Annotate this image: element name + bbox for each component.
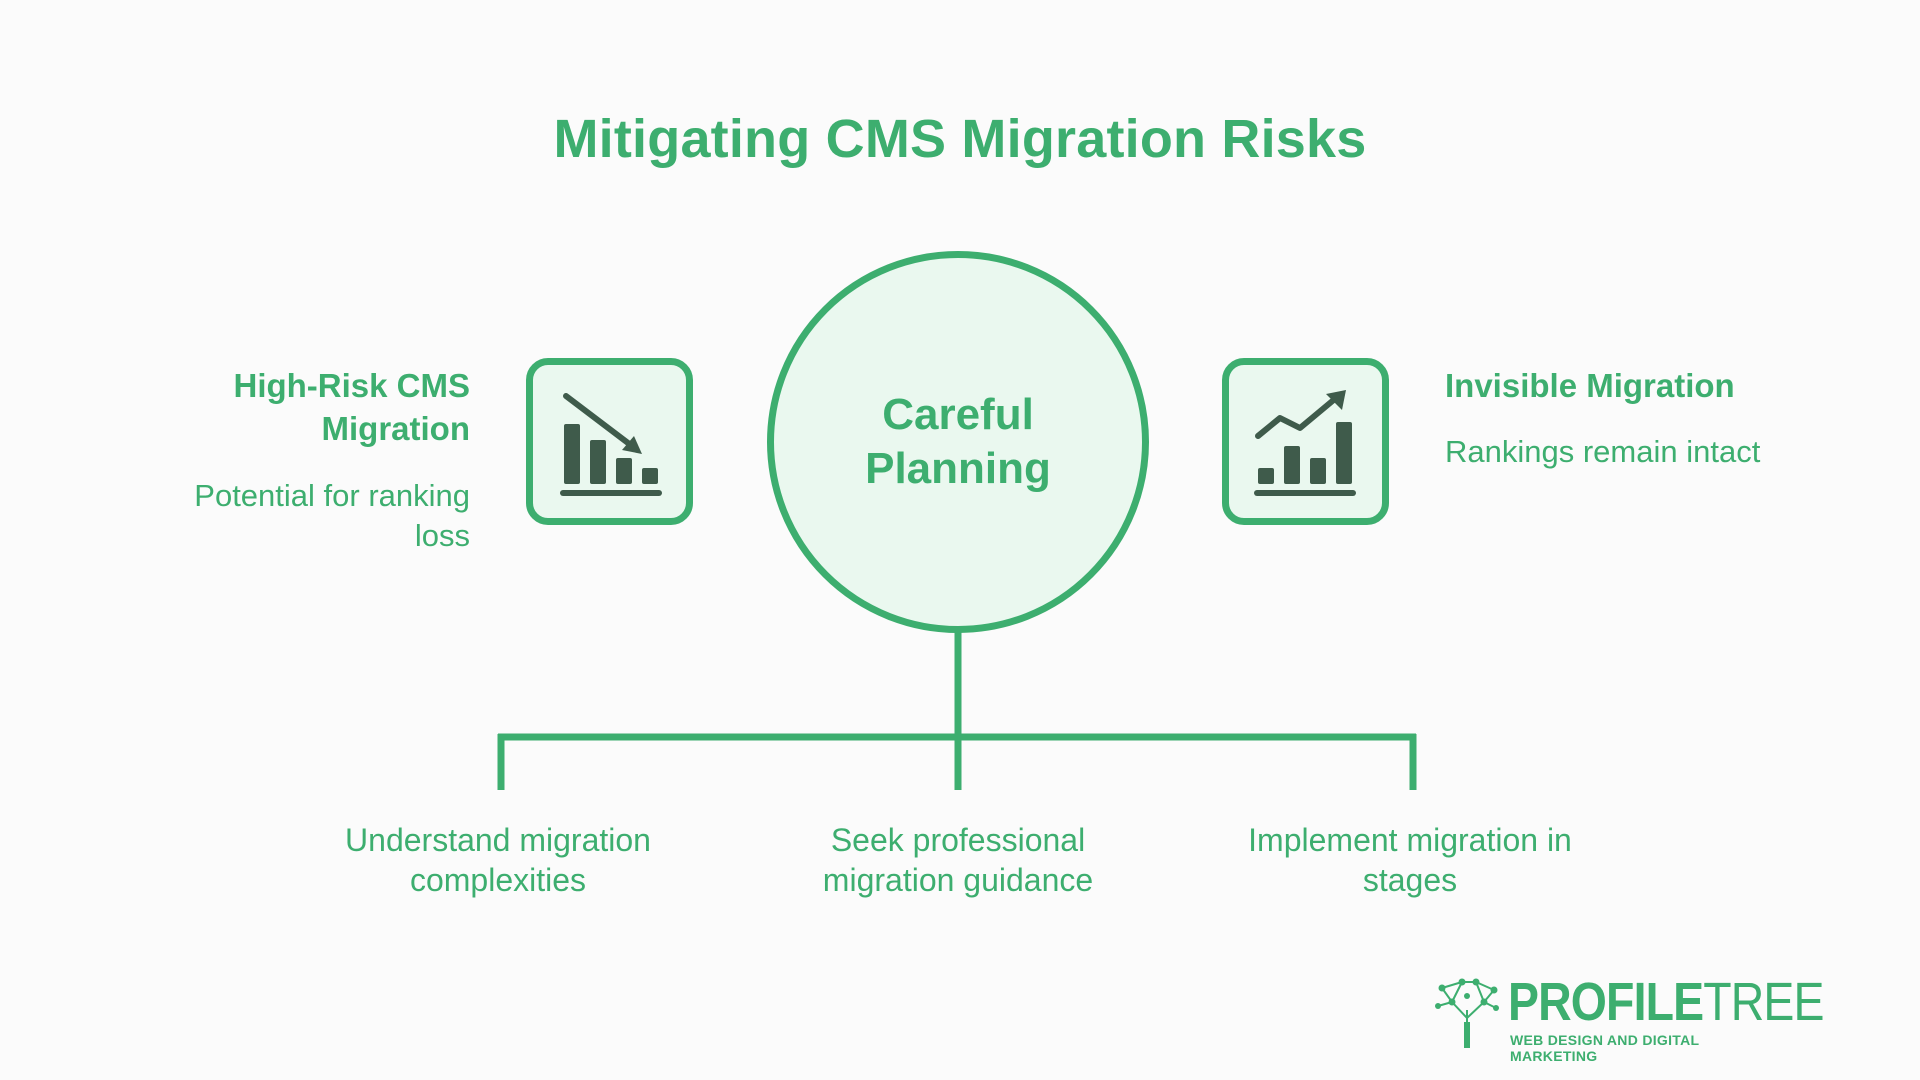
- left-heading-line2: Migration: [321, 410, 470, 447]
- branch-item-left: Understand migration complexities: [298, 820, 698, 900]
- right-description: Rankings remain intact: [1445, 434, 1761, 469]
- left-desc-line2: loss: [414, 518, 470, 553]
- rising-chart-icon: [1253, 389, 1356, 496]
- center-label: Careful Planning: [865, 390, 1051, 493]
- branch-left-line2: complexities: [409, 862, 587, 898]
- left-heading-line1: High-Risk CMS: [233, 367, 470, 404]
- right-heading: Invisible Migration: [1445, 367, 1735, 404]
- branch-item-center: Seek professional migration guidance: [758, 820, 1158, 900]
- diagram-title: Mitigating CMS Migration Risks: [553, 109, 1367, 169]
- branch-right-line2: stages: [1362, 862, 1458, 898]
- branch-right-line1: Implement migration in: [1248, 822, 1572, 858]
- branch-center-line1: Seek professional: [830, 822, 1086, 858]
- logo-wordmark: PROFILETREE: [1508, 972, 1825, 1032]
- left-desc-line1: Potential for ranking: [194, 478, 470, 513]
- left-icon-box: [526, 358, 693, 525]
- profiletree-logo: PROFILETREE WEB DESIGN AND DIGITAL MARKE…: [1432, 972, 1825, 1064]
- branch-center-line2: migration guidance: [822, 862, 1094, 898]
- center-node: Careful Planning: [767, 251, 1149, 633]
- branch-left-line1: Understand migration: [345, 822, 651, 858]
- left-description: Potential for ranking loss: [130, 476, 470, 556]
- logo-tagline: WEB DESIGN AND DIGITAL MARKETING: [1510, 1032, 1700, 1064]
- tree-logo-icon: [1435, 978, 1499, 1048]
- left-heading: High-Risk CMS Migration: [130, 364, 470, 450]
- logo-name-thin: TREE: [1703, 972, 1824, 1032]
- declining-chart-icon: [559, 392, 662, 496]
- branch-item-right: Implement migration in stages: [1210, 820, 1610, 900]
- right-icon-box: [1222, 358, 1389, 525]
- logo-name-bold: PROFILE: [1508, 972, 1704, 1032]
